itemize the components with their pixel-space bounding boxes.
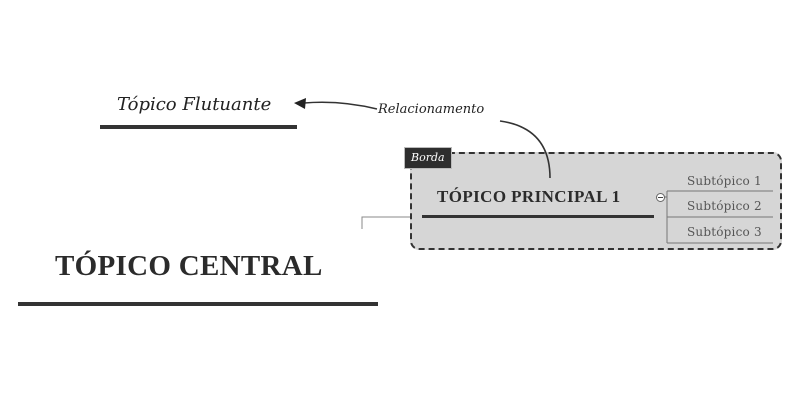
subtopic-connector-trunk: [665, 191, 668, 243]
floating-topic-underline: [100, 125, 297, 129]
relationship-label[interactable]: Relacionamento: [378, 102, 485, 117]
boundary-label[interactable]: Borda: [404, 147, 452, 169]
main-topic[interactable]: TÓPICO PRINCIPAL 1: [437, 187, 621, 206]
subtopic-2[interactable]: Subtópico 2: [687, 199, 762, 213]
arrowhead-icon: [294, 98, 306, 109]
relationship-line-right[interactable]: [499, 120, 551, 179]
main-topic-underline: [422, 215, 654, 218]
minus-circle-icon[interactable]: [656, 193, 665, 202]
subtopic-3[interactable]: Subtópico 3: [687, 225, 762, 239]
central-topic[interactable]: TÓPICO CENTRAL: [55, 250, 323, 282]
topic-boundary[interactable]: [410, 152, 782, 250]
central-main-connector: [361, 216, 422, 229]
relationship-line-left[interactable]: [303, 101, 378, 110]
central-topic-underline: [18, 302, 378, 306]
floating-topic[interactable]: Tópico Flutuante: [117, 94, 272, 115]
subtopic-1[interactable]: Subtópico 1: [687, 174, 762, 188]
